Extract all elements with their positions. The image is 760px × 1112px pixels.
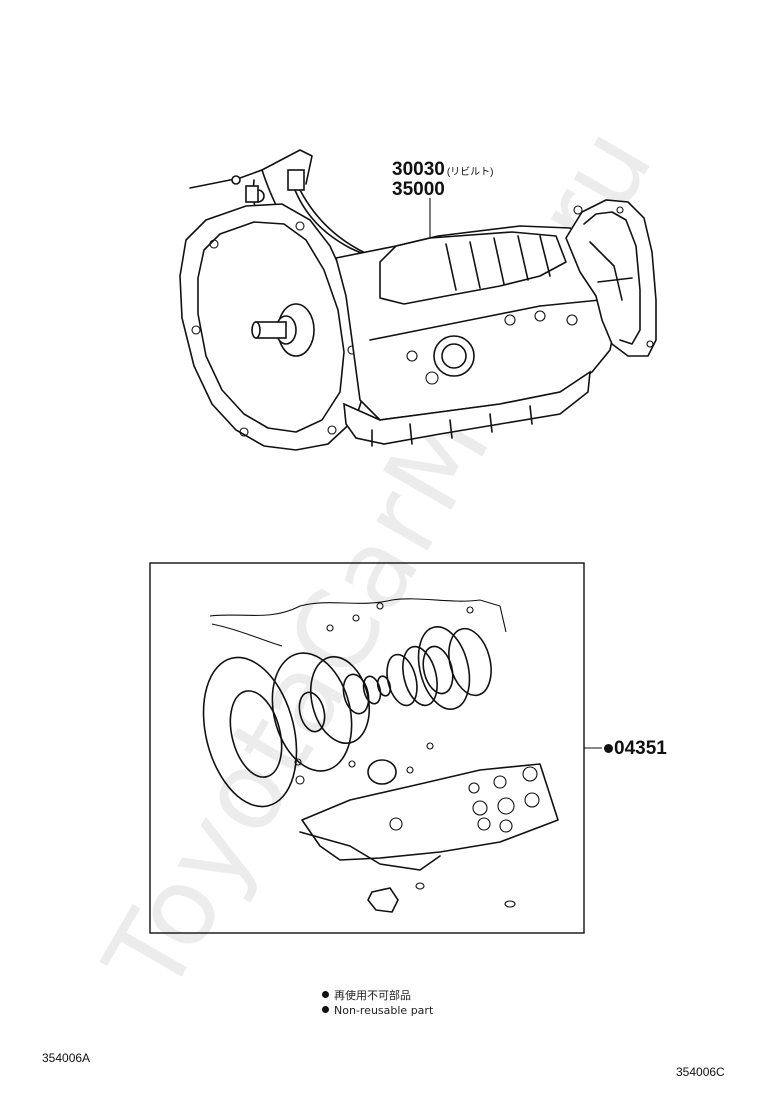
part-number-30030: 30030(リビルト) bbox=[392, 160, 494, 179]
part-number-35000: 35000 bbox=[392, 179, 445, 200]
valve-body-gaskets bbox=[294, 742, 559, 913]
part-number-30030-value: 30030 bbox=[392, 159, 445, 180]
part-number-04351-value: 04351 bbox=[614, 738, 667, 759]
part-number-04351: 04351 bbox=[604, 739, 667, 758]
legend-line-1: 再使用不可部品 bbox=[322, 990, 411, 1001]
legend-line-1-text: 再使用不可部品 bbox=[334, 989, 411, 1002]
seal-rings bbox=[202, 626, 492, 808]
legend-line-2: Non-reusable part bbox=[322, 1005, 433, 1016]
non-reusable-dot-icon bbox=[322, 1006, 329, 1013]
non-reusable-marker-icon bbox=[604, 744, 613, 753]
figure-code-right: 354006C bbox=[676, 1065, 725, 1079]
figure-code-left: 354006A bbox=[42, 1051, 91, 1065]
extension-housing bbox=[565, 199, 657, 357]
transmission-case bbox=[335, 225, 621, 421]
rebuilt-note: (リビルト) bbox=[446, 167, 494, 178]
oil-pan bbox=[343, 370, 591, 447]
bell-housing bbox=[179, 203, 369, 451]
legend-line-2-text: Non-reusable part bbox=[334, 1004, 434, 1017]
gasket-kit-frame bbox=[149, 562, 585, 934]
non-reusable-dot-icon bbox=[322, 991, 329, 998]
